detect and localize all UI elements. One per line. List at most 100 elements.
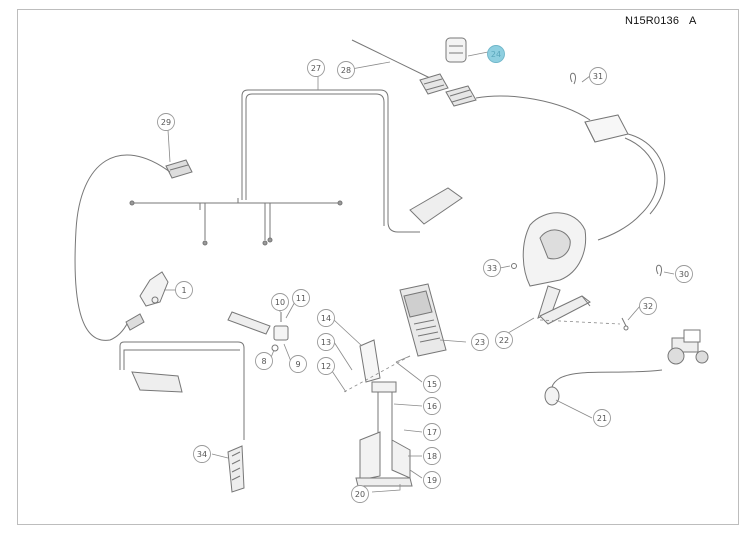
callout-number: 32 xyxy=(643,302,653,311)
callout-14: 14 xyxy=(317,309,335,327)
callout-18: 18 xyxy=(423,447,441,465)
plug-left xyxy=(125,313,145,331)
callout-circle xyxy=(292,289,310,307)
tractor-icon xyxy=(667,329,709,365)
callout-number: 24 xyxy=(491,50,501,59)
control-box xyxy=(584,114,629,143)
callout-circle xyxy=(307,59,325,77)
callout-20: 20 xyxy=(351,485,369,503)
callout-circle xyxy=(589,67,607,85)
callout-number: 30 xyxy=(679,270,689,279)
callout-circle xyxy=(157,113,175,131)
callout-number: 12 xyxy=(321,362,331,371)
callout-number: 10 xyxy=(275,298,285,307)
callout-circle xyxy=(423,397,441,415)
callout-29: 29 xyxy=(157,113,175,131)
callout-circle xyxy=(675,265,693,283)
connector-top-upper xyxy=(445,37,467,63)
callout-circle xyxy=(639,297,657,315)
callout-number: 15 xyxy=(427,380,437,389)
clamp-assembly xyxy=(271,312,289,352)
callout-circle xyxy=(193,445,211,463)
callout-number: 16 xyxy=(427,402,437,411)
callout-34: 34 xyxy=(193,445,211,463)
reference-code: N15R0136 xyxy=(625,15,680,27)
keypad-display-23 xyxy=(399,283,447,357)
callout-number: 9 xyxy=(295,360,300,369)
screw-32 xyxy=(621,317,629,331)
callout-number: 27 xyxy=(311,64,321,73)
callout-number: 31 xyxy=(593,72,603,81)
callout-27: 27 xyxy=(307,59,325,77)
leader-lines xyxy=(164,51,675,493)
callout-10: 10 xyxy=(271,293,289,311)
callout-circle xyxy=(317,357,335,375)
drawing-frame xyxy=(17,9,739,525)
stand-assembly xyxy=(355,339,413,487)
callout-28: 28 xyxy=(337,61,355,79)
callout-9: 9 xyxy=(289,355,307,373)
callout-number: 29 xyxy=(161,118,171,127)
callout-number: 11 xyxy=(296,294,306,303)
callout-32: 32 xyxy=(639,297,657,315)
callout-circle xyxy=(337,61,355,79)
bar-part xyxy=(227,311,271,335)
callout-21: 21 xyxy=(593,409,611,427)
pedal-plug-34 xyxy=(131,371,183,393)
callout-17: 17 xyxy=(423,423,441,441)
screw-33 xyxy=(511,263,517,269)
callout-number: 19 xyxy=(427,476,437,485)
cable-21 xyxy=(551,369,663,399)
console-mount-22 xyxy=(522,212,591,325)
callout-30: 30 xyxy=(675,265,693,283)
callout-number: 20 xyxy=(355,490,365,499)
revision-letter: A xyxy=(688,15,697,27)
callout-number: 8 xyxy=(261,357,266,366)
plug-21 xyxy=(544,386,560,406)
callout-16: 16 xyxy=(423,397,441,415)
callout-number: 17 xyxy=(427,428,437,437)
clip-30 xyxy=(656,264,662,277)
callout-number: 22 xyxy=(499,336,509,345)
callout-11: 11 xyxy=(292,289,310,307)
connector-29 xyxy=(165,159,193,179)
callout-number: 13 xyxy=(321,338,331,347)
callout-24[interactable]: 24 xyxy=(487,45,505,63)
callout-circle xyxy=(423,471,441,489)
callout-circle xyxy=(289,355,307,373)
callout-circle xyxy=(495,331,513,349)
wire-harness-27 xyxy=(241,89,420,233)
callout-number: 14 xyxy=(321,314,331,323)
callout-circle xyxy=(487,45,505,63)
connector-top-left xyxy=(419,73,449,95)
callout-circle xyxy=(423,423,441,441)
cable-to-control-box xyxy=(475,95,591,121)
callout-8: 8 xyxy=(255,352,273,370)
wire-harness-28 xyxy=(351,39,431,79)
clip-31 xyxy=(570,72,576,85)
callout-circle xyxy=(471,333,489,351)
callout-number: 33 xyxy=(487,264,497,273)
callout-15: 15 xyxy=(423,375,441,393)
callout-23: 23 xyxy=(471,333,489,351)
callout-22: 22 xyxy=(495,331,513,349)
pedal-34 xyxy=(227,445,245,493)
callout-circle xyxy=(423,447,441,465)
callout-circle xyxy=(175,281,193,299)
cable-to-mount xyxy=(597,137,658,241)
callout-circle xyxy=(255,352,273,370)
callout-1: 1 xyxy=(175,281,193,299)
callout-number: 1 xyxy=(181,286,186,295)
callout-circle xyxy=(317,309,335,327)
connector-top-right xyxy=(445,85,477,107)
callout-circle xyxy=(317,333,335,351)
drawing-reference: N15R0136 A xyxy=(625,15,697,27)
callout-circle xyxy=(351,485,369,503)
callout-13: 13 xyxy=(317,333,335,351)
callout-circle xyxy=(271,293,289,311)
pedal-harness-34 xyxy=(119,341,245,440)
callout-number: 21 xyxy=(597,414,607,423)
